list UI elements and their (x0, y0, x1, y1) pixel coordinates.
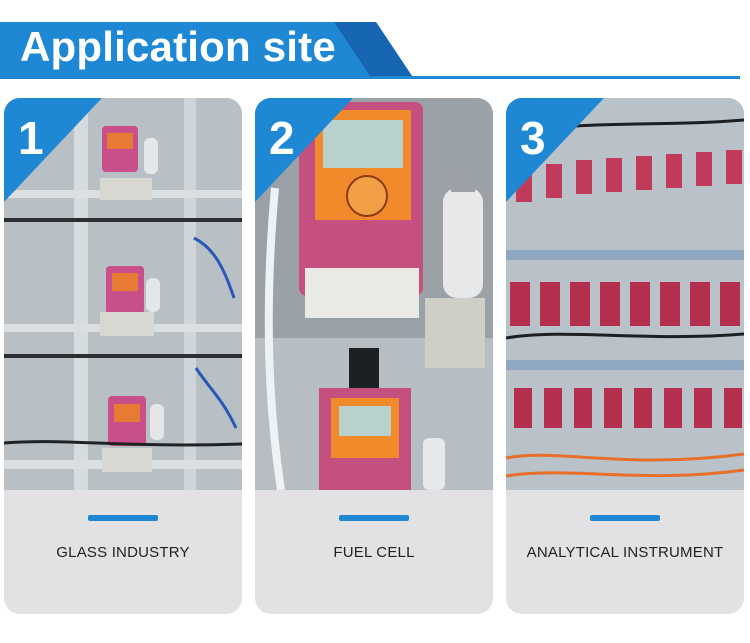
header-banner: Application site (0, 0, 750, 84)
card-caption: ANALYTICAL INSTRUMENT (526, 544, 724, 561)
analytical-instrument-photo (506, 98, 744, 490)
card-caption: GLASS INDUSTRY (56, 544, 190, 561)
page-title: Application site (20, 23, 336, 70)
badge-number: 2 (269, 112, 295, 164)
card-caption: FUEL CELL (333, 544, 415, 561)
application-card-fuel-cell: 2 FUEL CELL (255, 98, 493, 614)
fuel-cell-photo (255, 98, 493, 490)
badge-number: 1 (18, 112, 44, 164)
number-badge: 1 (4, 98, 102, 202)
glass-industry-photo (4, 98, 242, 490)
badge-number: 3 (520, 112, 546, 164)
application-card-analytical-instrument: 3 ANALYTICAL INSTRUMENT (506, 98, 744, 614)
application-card-glass-industry: 1 GLASS INDUSTRY (4, 98, 242, 614)
accent-bar (339, 515, 409, 521)
banner-shape (0, 22, 740, 79)
accent-bar (590, 515, 660, 521)
number-badge: 3 (506, 98, 604, 202)
accent-bar (88, 515, 158, 521)
number-badge: 2 (255, 98, 353, 202)
